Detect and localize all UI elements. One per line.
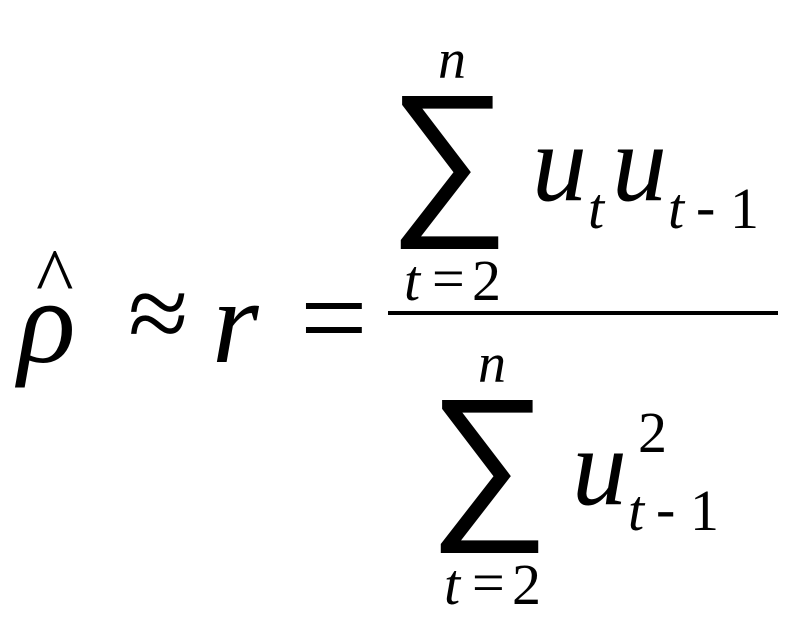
numerator-sub2-t: t <box>668 176 685 241</box>
numerator-lower-eq: = <box>432 246 465 311</box>
denominator-sub-t: t <box>628 478 645 543</box>
denominator-lower-val: 2 <box>512 552 541 617</box>
numerator-u2: u <box>612 102 667 224</box>
numerator-lower-val: 2 <box>472 248 501 313</box>
denominator-sup: 2 <box>638 400 667 465</box>
approx-symbol: ≈ <box>128 252 189 374</box>
denominator-sum-icon: ∑ <box>428 364 550 554</box>
hat-accent: ^ <box>36 234 74 322</box>
denominator-lower-var: t <box>444 552 461 617</box>
rho-symbol: ρ <box>18 255 76 388</box>
denominator-upper-limit: n <box>478 333 506 395</box>
numerator-lower-var: t <box>404 248 421 313</box>
denominator-sub-one: 1 <box>690 478 719 543</box>
numerator-sub2-minus: - <box>696 174 716 239</box>
numerator-upper-limit: n <box>438 29 466 91</box>
denominator-sub-minus: - <box>656 476 676 541</box>
numerator-sub1: t <box>588 176 605 241</box>
numerator-sum-icon: ∑ <box>388 60 510 250</box>
denominator-u: u <box>572 406 627 528</box>
equals-symbol: = <box>300 251 368 384</box>
fraction-bar <box>388 311 778 315</box>
r-variable: r <box>212 255 259 388</box>
denominator-lower-eq: = <box>472 550 505 615</box>
numerator-u1: u <box>532 102 587 224</box>
numerator-sub2-one: 1 <box>730 176 759 241</box>
